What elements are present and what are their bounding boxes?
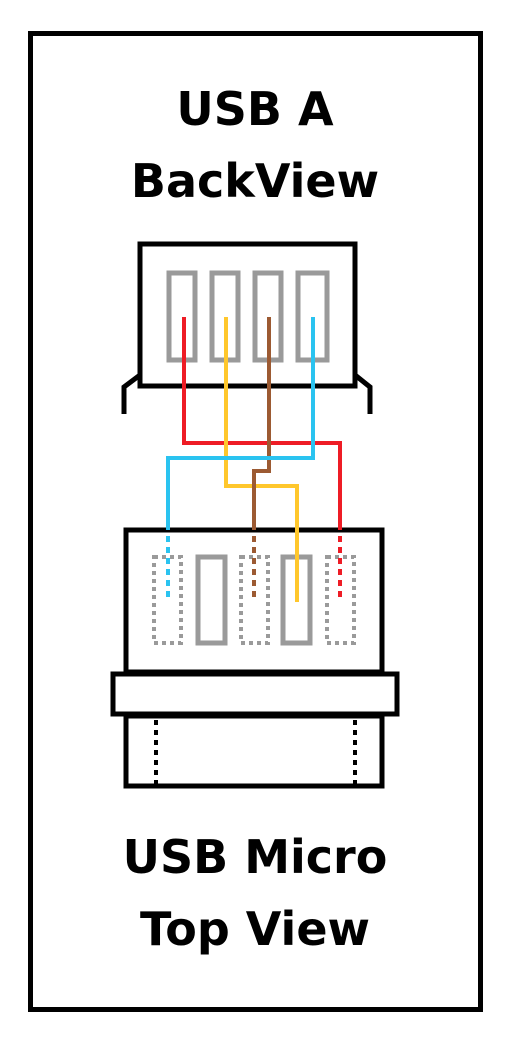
usb-micro-pin-2 xyxy=(195,554,228,646)
diagram-frame xyxy=(28,31,483,1012)
blue-wire xyxy=(166,317,315,530)
usb-a-title-line2: BackView xyxy=(130,154,380,208)
red-wire xyxy=(182,317,342,530)
usb-a-right-tab xyxy=(353,373,373,414)
usb-a-title-line1: USB A xyxy=(176,82,334,136)
usb-a-left-tab xyxy=(121,373,142,414)
usb-micro-title: USB Micro Top View xyxy=(0,821,510,965)
usb-a-connector xyxy=(121,241,373,414)
usb-micro-connector xyxy=(110,527,400,789)
usb-micro-title-line1: USB Micro xyxy=(122,830,388,884)
usb-micro-title-line2: Top View xyxy=(139,902,371,956)
usb-micro-flange xyxy=(110,671,400,717)
wires xyxy=(166,317,342,557)
usb-a-pins xyxy=(166,270,330,363)
wire-ends xyxy=(166,536,342,602)
usb-micro-plug xyxy=(123,713,385,789)
usb-a-title: USB A BackView xyxy=(0,73,510,217)
usb-micro-plug-edges xyxy=(154,720,357,786)
yellow-wire xyxy=(224,317,299,557)
usb-a-housing xyxy=(137,241,358,389)
brown-wire xyxy=(252,317,271,530)
